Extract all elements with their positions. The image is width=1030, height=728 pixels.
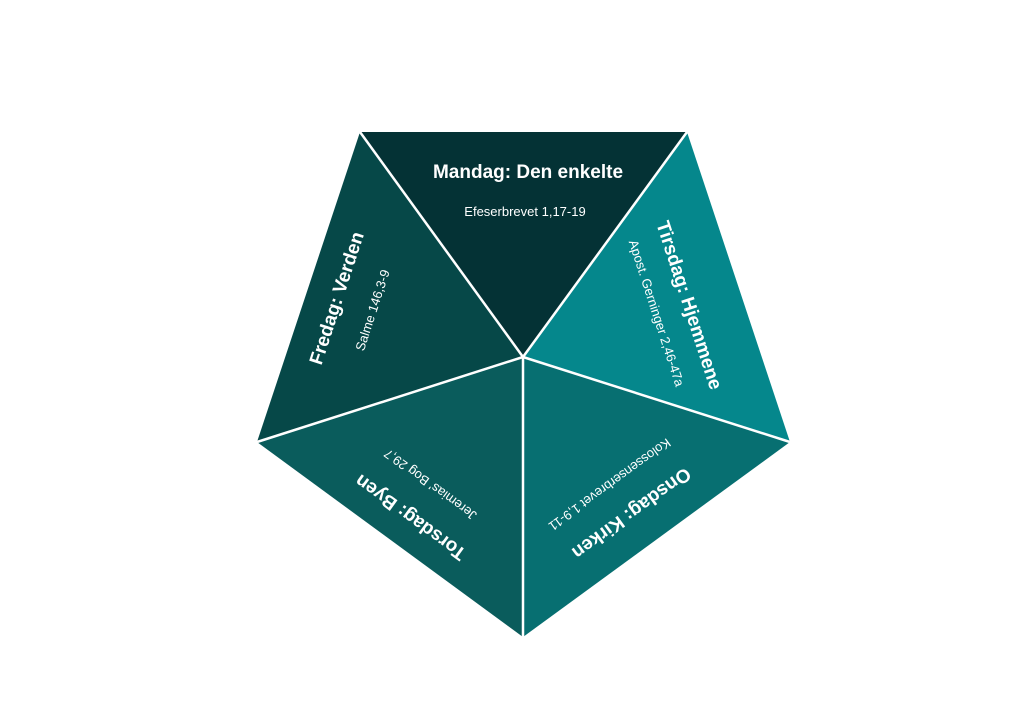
segment-mandag-shape — [360, 132, 687, 357]
segment-tirsdag-shape — [523, 132, 790, 442]
divider-line — [358, 131, 525, 358]
divider-line — [256, 355, 524, 444]
divider-line — [522, 355, 791, 444]
segment-dividers — [256, 131, 791, 637]
segment-mandag: Mandag: Den enkelte Efeserbrevet 1,17-19 — [360, 132, 687, 357]
segment-onsdag: Onsdag: Kirken Kolossenserbrevet 1,9-11 — [523, 357, 790, 637]
segment-mandag-title: Mandag: Den enkelte — [433, 162, 623, 183]
segment-torsdag: Torsdag: Byen Jeremias' Bog 29,7 — [257, 357, 523, 637]
segment-onsdag-shape — [523, 357, 790, 637]
segment-torsdag-shape — [257, 357, 523, 637]
segment-fredag-shape — [257, 132, 523, 442]
segment-mandag-reference: Efeserbrevet 1,17-19 — [464, 204, 585, 219]
divider-line — [521, 131, 689, 358]
segment-tirsdag: Tirsdag: Hjemmene Apost. Gerninger 2,46-… — [523, 132, 790, 442]
